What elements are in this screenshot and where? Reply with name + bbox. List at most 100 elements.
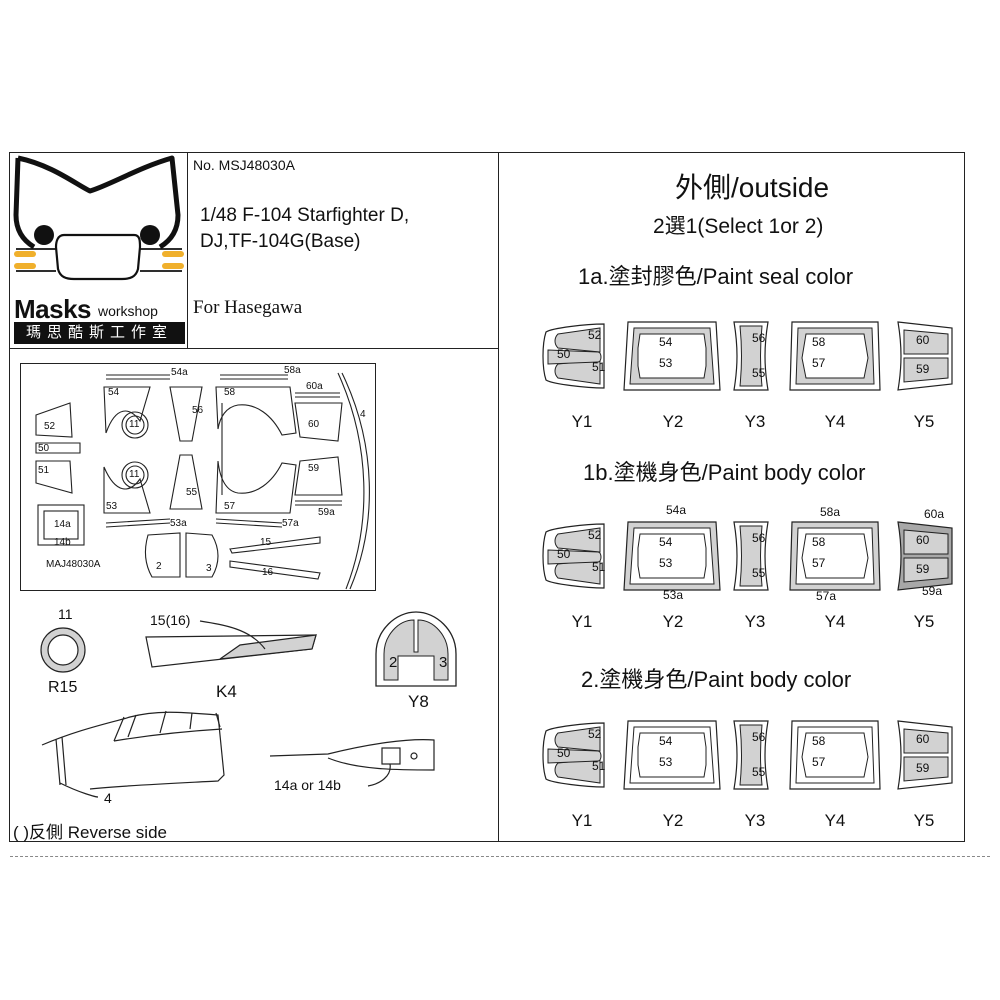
r15-name: R15 [48, 679, 78, 696]
part-label: 59a [318, 507, 335, 518]
mask-number: 51 [592, 360, 606, 374]
reverse-side-note: ( )反側 Reverse side [13, 823, 167, 842]
r15-ring-mask [40, 627, 86, 673]
y8-right: 3 [439, 654, 448, 671]
part-label: 55 [186, 487, 198, 498]
cut-line [10, 856, 990, 857]
part-label: 51 [38, 465, 50, 476]
part-label: 53a [170, 518, 187, 529]
mask-number: 58 [812, 535, 826, 549]
mask-label: Y4 [824, 811, 846, 830]
probe-note: 14a or 14b [274, 777, 341, 793]
y8-left: 2 [389, 654, 398, 671]
mask-number: 51 [592, 759, 606, 773]
product-title-line2: DJ,TF-104G(Base) [200, 231, 361, 252]
part-label: 15 [260, 537, 272, 548]
y4-mask [789, 521, 881, 591]
k4-number: 15(16) [150, 612, 191, 628]
mask-number: 53 [659, 556, 673, 570]
part-label: 57a [282, 518, 299, 529]
part-label: 52 [44, 421, 56, 432]
mask-number: 57 [812, 556, 826, 570]
brand-logo [13, 155, 184, 281]
mask-sheet [20, 363, 376, 591]
part-label: 58a [284, 365, 301, 376]
vertical-divider [498, 152, 499, 842]
part-label: 14a [54, 519, 71, 530]
mask-number: 54a [666, 503, 687, 517]
mask-number: 55 [752, 366, 766, 380]
part-label: 50 [38, 443, 50, 454]
y2-mask [623, 321, 721, 391]
mask-number: 57 [812, 755, 826, 769]
brand-chinese: 瑪思酷斯工作室 [14, 322, 185, 344]
mask-number: 56 [752, 331, 766, 345]
fuselage-part-number: 4 [104, 790, 112, 806]
for-text: For Hasegawa [193, 297, 303, 318]
mask-number: 60 [916, 533, 930, 547]
mask-number: 59 [916, 362, 930, 376]
brand-suffix: workshop [98, 303, 158, 319]
mask-label: Y2 [662, 612, 684, 631]
mask-number: 52 [588, 528, 602, 542]
mask-number: 52 [588, 727, 602, 741]
section-1a-masks: 52 50 51 54 53 56 55 58 57 60 59 Y1 Y2 Y… [540, 318, 960, 438]
y5-mask [897, 321, 953, 391]
part-label: 3 [206, 563, 212, 574]
part-label: 54 [108, 387, 120, 398]
product-number: No. MSJ48030A [193, 157, 295, 173]
mask-label: Y1 [571, 612, 593, 631]
mask-number: 53 [659, 356, 673, 370]
mask-label: Y5 [913, 612, 935, 631]
section-title: 2.塗機身色/Paint body color [581, 667, 852, 692]
mask-label: Y3 [744, 612, 766, 631]
mask-sheet-parts [35, 372, 370, 590]
part-label: 2 [156, 561, 162, 572]
mask-number: 60 [916, 333, 930, 347]
part-label: 53 [106, 501, 118, 512]
mask-number: 53 [659, 755, 673, 769]
y2-mask [623, 720, 721, 790]
mask-label: Y4 [824, 612, 846, 631]
y3-mask [733, 521, 769, 591]
mask-label: Y1 [571, 811, 593, 830]
mask-label: Y2 [662, 811, 684, 830]
mask-number: 54 [659, 535, 673, 549]
mask-label: Y4 [824, 412, 846, 431]
part-label: 54a [171, 367, 188, 378]
mask-number: 59 [916, 562, 930, 576]
section-title: 1b.塗機身色/Paint body color [583, 460, 866, 485]
part-label: 58 [224, 387, 236, 398]
y1-mask [542, 722, 605, 788]
mask-number: 50 [557, 347, 571, 361]
mask-number: 51 [592, 560, 606, 574]
product-title-line1: 1/48 F-104 Starfighter D, [200, 205, 410, 226]
section-1b-masks: 52 50 51 54 53 54a 53a 56 55 58 57 58a 5… [540, 503, 960, 638]
part-label: 11 [129, 469, 140, 480]
section-2-masks: 52 50 51 54 53 56 55 58 57 60 59 Y1 Y2 Y… [540, 717, 960, 837]
mask-number: 58 [812, 734, 826, 748]
mask-number: 50 [557, 547, 571, 561]
part-label: 60a [306, 381, 323, 392]
y8-name: Y8 [408, 692, 429, 711]
instruction-frame [9, 152, 965, 842]
mask-sheet-labels: 54a 58a 60a 4 54 58 56 60 52 50 51 11 11… [20, 363, 376, 591]
mask-number: 58 [812, 335, 826, 349]
mask-label: Y1 [571, 412, 593, 431]
y4-mask [789, 720, 881, 790]
mask-label: Y2 [662, 412, 684, 431]
mask-number: 50 [557, 746, 571, 760]
y8-mask [375, 611, 457, 687]
mask-number: 58a [820, 505, 841, 519]
part-label: 60 [308, 419, 320, 430]
y5-mask [897, 521, 953, 591]
mask-number: 59 [916, 761, 930, 775]
mask-number: 53a [663, 588, 684, 602]
y3-mask [733, 321, 769, 391]
outside-title: 外側/outside [675, 172, 830, 203]
mask-number: 55 [752, 765, 766, 779]
header-box [9, 152, 499, 349]
brand-name: Masks [14, 294, 92, 324]
y3-mask [733, 720, 769, 790]
y5-mask [897, 720, 953, 790]
